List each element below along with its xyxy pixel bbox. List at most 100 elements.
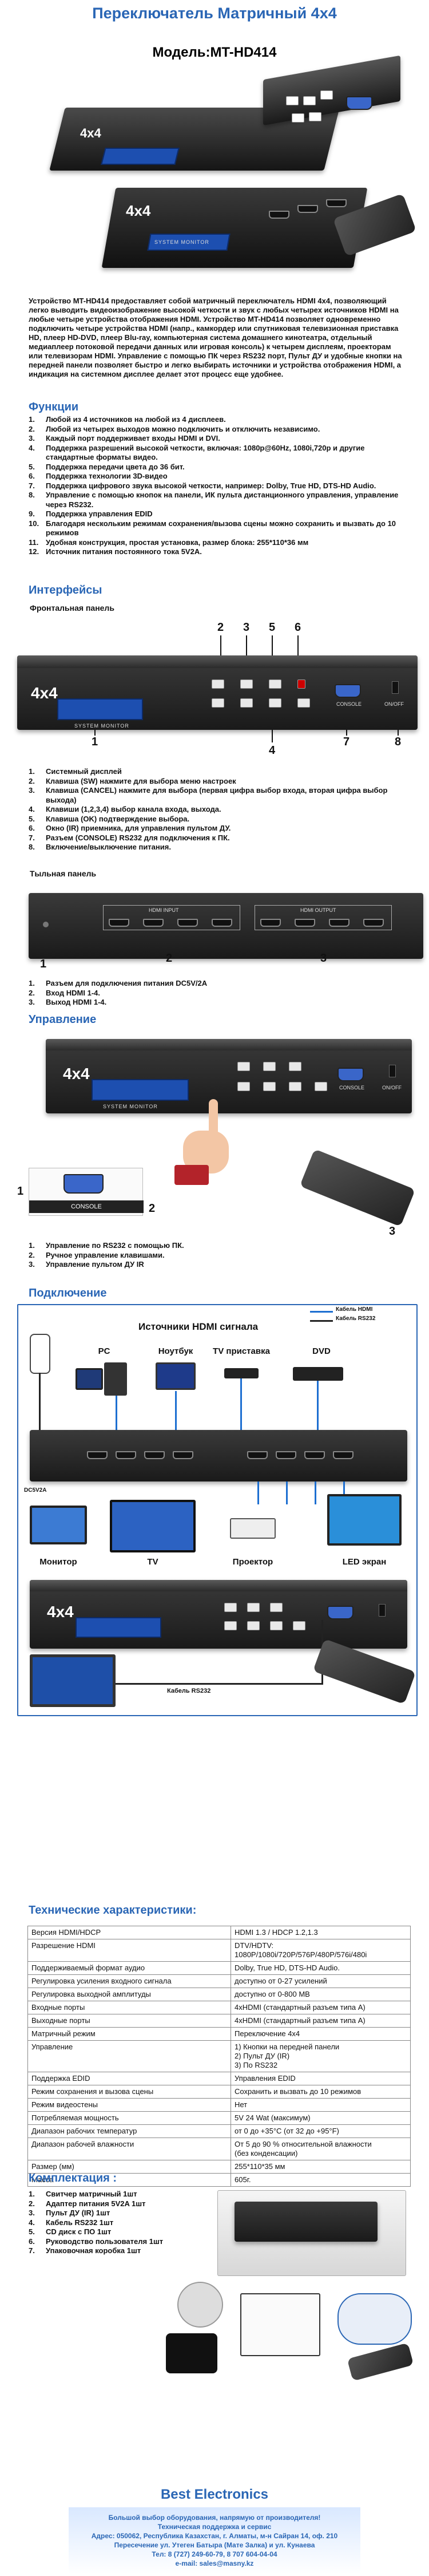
spec-value: Переключение 4x4 (231, 2027, 411, 2041)
led-screen-icon (327, 1494, 402, 1546)
cd-disc-icon (177, 2282, 223, 2328)
kit-number: 6. (29, 2237, 35, 2246)
kit-number: 2. (29, 2199, 35, 2208)
function-number: 2. (29, 424, 35, 433)
control-callout: 2 (149, 1202, 156, 1215)
rs232-caption: Кабель RS232 (167, 1688, 211, 1694)
control-callout: 3 (389, 1225, 396, 1238)
model-title: Модель:MT-HD414 (152, 45, 277, 60)
dvd-player-icon (293, 1367, 343, 1381)
front-panel-text: Окно (IR) приемника, для управления пуль… (46, 824, 231, 832)
footer-line: Пересечение ул. Утеген Батыра (Мате Залк… (114, 2541, 315, 2549)
kit-text: Пульт ДУ (IR) 1шт (46, 2208, 110, 2217)
kit-number: 5. (29, 2227, 35, 2236)
source-caption: DVD (312, 1346, 331, 1356)
page-title: Переключатель Матричный 4х4 (92, 5, 337, 22)
intro-paragraph: Устройство MT-HD414 предоставляет собой … (29, 297, 402, 378)
spec-value: Управления EDID (231, 2072, 411, 2085)
function-number: 4. (29, 443, 35, 452)
front-panel-number: 8. (29, 843, 35, 851)
legend-rs232: Кабель RS232 (336, 1315, 376, 1322)
rear-panel-number: 1. (29, 979, 35, 987)
spec-key: Регулировка усиления входного сигнала (27, 1974, 231, 1988)
rear-panel-text: Выход HDMI 1-4. (46, 998, 107, 1006)
spec-key: Потребляемая мощность (27, 2111, 231, 2125)
front-panel-number: 7. (29, 833, 35, 842)
spec-key: Управление (27, 2040, 231, 2072)
function-text: Любой из четырех выходов можно подключит… (46, 424, 320, 433)
front-panel-item: 1.Системный дисплей (29, 767, 406, 777)
kit-item: 5.CD диск с ПО 1шт (29, 2227, 166, 2237)
front-callout: 4 (269, 744, 276, 757)
hero-system-monitor: SYSTEM MONITOR (154, 239, 209, 245)
footer-background (69, 2507, 360, 2574)
rear-panel-number: 2. (29, 988, 35, 997)
function-number: 6. (29, 472, 35, 480)
kit-number: 1. (29, 2190, 35, 2198)
front-panel-text: Клавиша (SW) нажмите для выбора меню нас… (46, 776, 236, 785)
kit-item: 4.Кабель RS232 1шт (29, 2218, 166, 2228)
front-panel-text: Клавиша (CANCEL) нажмите для выбора (пер… (46, 786, 388, 804)
hand-illustration (174, 1099, 237, 1185)
control-number: 1. (29, 1241, 35, 1250)
footer-title: Best Electronics (160, 2487, 269, 2502)
pc-monitor-icon (76, 1368, 103, 1390)
control-callout: 1 (17, 1185, 24, 1198)
spec-key: Поддержка EDID (27, 2072, 231, 2085)
function-text: Благодаря нескольким режимам сохранения/… (46, 519, 396, 538)
manual-icon (240, 2293, 320, 2356)
spec-row: Размер (мм)255*110*35 мм (27, 2160, 411, 2174)
kit-item: 1.Свитчер матричный 1шт (29, 2190, 166, 2199)
function-item: 8.Управление с помощью кнопок на панели,… (29, 491, 406, 509)
control-number: 3. (29, 1260, 35, 1269)
spec-key: Регулировка выходной амплитуды (27, 1988, 231, 2001)
tv-icon (110, 1500, 196, 1552)
display-caption: Монитор (39, 1557, 77, 1567)
front-panel-number: 3. (29, 786, 35, 795)
spec-value: доступно от 0-800 MB (231, 1988, 411, 2001)
front-panel-text: Разъем (CONSOLE) RS232 для подключения к… (46, 833, 230, 842)
function-item: 12.Источник питания постоянного тока 5V2… (29, 547, 406, 557)
front-panel-number: 6. (29, 824, 35, 832)
functions-list: 1.Любой из 4 источников на любой из 4 ди… (29, 415, 406, 557)
function-number: 10. (29, 519, 39, 528)
control-image: 4x4 SYSTEM MONITOR CONSOLE ON/OFF CONSOL… (11, 1036, 418, 1277)
hero-badge: 4x4 (80, 126, 101, 140)
front-callout: 3 (243, 621, 250, 634)
spec-key: Выходные порты (27, 2014, 231, 2028)
kit-text: Адаптер питания 5V2A 1шт (46, 2199, 146, 2208)
spec-value: Нет (231, 2098, 411, 2112)
front-panel-text: Клавиши (1,2,3,4) выбор канала входа, вы… (46, 805, 221, 813)
function-number: 7. (29, 481, 35, 490)
control-console-plate: CONSOLE (29, 1200, 144, 1213)
footer-lines: Большой выбор оборудования, напрямую от … (0, 2513, 429, 2568)
front-panel-item: 6. Окно (IR) приемника, для управления пу… (29, 824, 406, 833)
front-onoff-label: ON/OFF (384, 701, 404, 707)
control-text: Управление пультом ДУ IR (46, 1260, 144, 1269)
function-number: 1. (29, 415, 35, 424)
control-item: 3. Управление пультом ДУ IR (29, 1260, 406, 1270)
laptop-icon (156, 1362, 196, 1390)
spec-value: доступно от 0-27 усилений (231, 1974, 411, 1988)
display-caption: TV (147, 1557, 158, 1567)
kit-item: 7.Упаковочная коробка 1шт (29, 2246, 166, 2256)
rear-panel-number: 3. (29, 998, 35, 1006)
front-callout: 8 (395, 736, 402, 748)
rear-input-label: HDMI INPUT (149, 907, 179, 913)
front-panel-item: 7. Разъем (CONSOLE) RS232 для подключения… (29, 833, 406, 843)
front-callout: 2 (217, 621, 224, 634)
kit-text: Упаковочная коробка 1шт (46, 2246, 141, 2255)
control-heading: Управление (29, 1013, 97, 1026)
specs-heading: Технические характеристики: (29, 1904, 197, 1917)
spec-key: Режим сохранения и вызова сцены (27, 2085, 231, 2099)
